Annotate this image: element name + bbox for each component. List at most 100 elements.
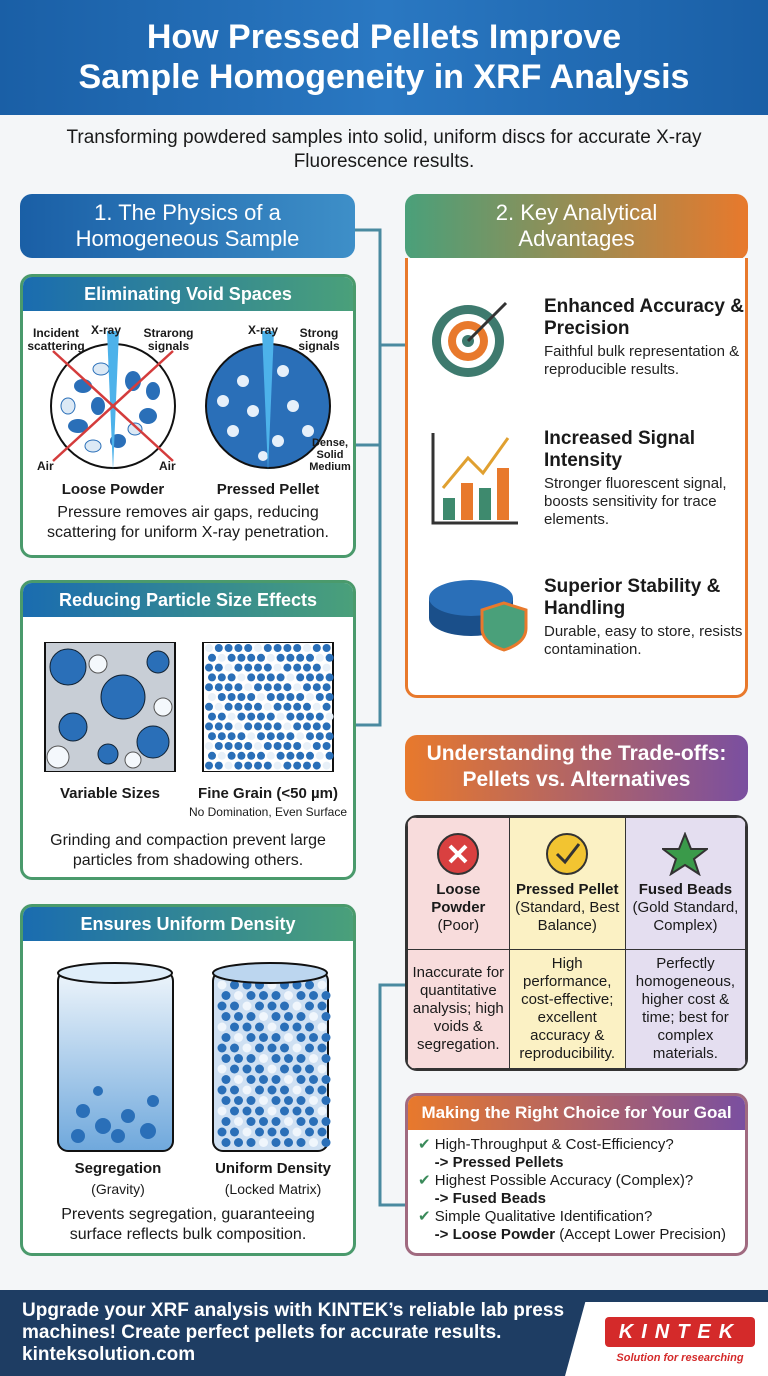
density-particle xyxy=(317,1085,327,1095)
fine-particle xyxy=(325,653,334,662)
density-particle xyxy=(271,1138,281,1147)
fine-particle xyxy=(296,673,305,682)
fine-particle xyxy=(283,663,292,672)
fine-particle xyxy=(263,702,272,711)
fine-particle xyxy=(315,712,324,721)
density-particle xyxy=(317,1064,327,1074)
density-particle xyxy=(246,1033,256,1042)
density-particle xyxy=(305,1085,314,1095)
density-particle xyxy=(230,980,239,990)
fine-particle xyxy=(214,722,223,731)
density-particle xyxy=(280,1022,289,1032)
fine-particle xyxy=(263,722,272,731)
choice-answer: -> Pressed Pellets xyxy=(434,1154,564,1171)
fine-particle xyxy=(247,732,256,741)
density-particle xyxy=(305,1022,314,1032)
density-particle xyxy=(267,1085,277,1095)
density-particle xyxy=(305,1127,314,1137)
fine-particle xyxy=(283,742,292,750)
density-particle xyxy=(259,1096,268,1105)
advantage-text: Stronger fluorescent signal, boosts sens… xyxy=(544,475,727,528)
fine-particle xyxy=(224,683,233,692)
fine-particle xyxy=(214,702,223,711)
density-particle xyxy=(321,991,331,1000)
density-particle xyxy=(246,991,256,1000)
density-particle xyxy=(259,1138,268,1147)
density-particle xyxy=(246,1075,256,1084)
density-particle xyxy=(217,1022,227,1032)
choice-item: ✔︎ Simple Qualitative Identification? ->… xyxy=(418,1208,735,1244)
density-particle xyxy=(230,1127,239,1137)
tradeoffs-header: Understanding the Trade-offs: Pellets vs… xyxy=(405,735,748,801)
card-title: Reducing Particle Size Effects xyxy=(23,583,353,617)
fine-particle xyxy=(224,644,233,652)
density-particle xyxy=(280,1127,289,1137)
fine-particle xyxy=(247,712,256,721)
loose-powder-label: Loose Powder xyxy=(61,481,165,498)
fine-particle xyxy=(224,702,233,711)
check-icon: ✔︎ xyxy=(418,1172,431,1189)
fine-particle xyxy=(208,712,216,721)
density-particle xyxy=(255,1085,264,1095)
density-particle xyxy=(267,1127,277,1137)
fine-particle xyxy=(263,683,272,692)
fine-particle xyxy=(263,761,272,770)
density-particle xyxy=(271,1075,281,1084)
fine-particle xyxy=(283,761,292,770)
column-name: Pressed Pellet xyxy=(515,881,619,898)
fine-particle xyxy=(286,673,295,682)
label: Strarong signals xyxy=(143,326,194,353)
density-particle xyxy=(242,1064,252,1074)
fine-particle xyxy=(325,712,334,721)
density-particle xyxy=(234,1075,243,1084)
density-particle xyxy=(292,1127,302,1137)
fine-particle xyxy=(273,761,282,770)
density-particle xyxy=(292,1106,302,1116)
uniform-density-sublabel: (Locked Matrix) xyxy=(224,1181,322,1197)
fine-particle xyxy=(306,693,314,701)
fine-particle xyxy=(208,751,216,760)
density-particle xyxy=(292,1022,302,1032)
fine-particle xyxy=(286,653,295,662)
fine-particle xyxy=(257,673,265,682)
fine-particle xyxy=(286,693,295,701)
density-particle xyxy=(296,1033,306,1042)
fine-particle xyxy=(312,761,321,770)
fine-particle xyxy=(312,742,321,750)
title-line: How Pressed Pellets Improve xyxy=(146,18,622,56)
fine-particle xyxy=(254,742,262,750)
fine-particle xyxy=(322,683,331,692)
density-particle xyxy=(242,1106,252,1116)
footer-url[interactable]: kinteksolution.com xyxy=(22,1344,196,1365)
density-particle xyxy=(296,1117,306,1126)
advantage-text: Durable, easy to store, resists contamin… xyxy=(544,623,743,658)
fine-particle xyxy=(276,751,285,760)
fine-particle xyxy=(208,653,216,662)
pressed-pellet-header: Pressed Pellet(Standard, Best Balance) xyxy=(508,817,626,950)
fine-particle xyxy=(237,712,246,721)
density-particle xyxy=(246,1096,256,1105)
density-particle xyxy=(305,1043,314,1053)
fine-particle xyxy=(266,673,275,682)
fine-particle xyxy=(296,751,305,760)
density-particle xyxy=(280,1043,289,1053)
xray-beam xyxy=(107,331,119,471)
fine-particle xyxy=(303,742,311,750)
density-particle xyxy=(309,1075,318,1084)
fine-particle xyxy=(254,683,262,692)
fine-particle xyxy=(325,693,334,701)
choice-answer: -> Fused Beads xyxy=(434,1190,546,1207)
fine-particle xyxy=(312,702,321,711)
footer-text: machines! Create perfect pellets for acc… xyxy=(22,1322,502,1343)
fine-particle xyxy=(234,702,243,711)
density-particle xyxy=(267,1022,277,1032)
segregation-sublabel: (Gravity) xyxy=(91,1181,145,1197)
fine-particle xyxy=(227,751,236,760)
density-particle xyxy=(242,1127,252,1137)
fine-particle xyxy=(293,683,302,692)
density-particle xyxy=(284,1012,293,1021)
density-particle xyxy=(217,1085,227,1095)
fine-particle xyxy=(296,693,305,701)
density-particle xyxy=(317,1001,327,1011)
